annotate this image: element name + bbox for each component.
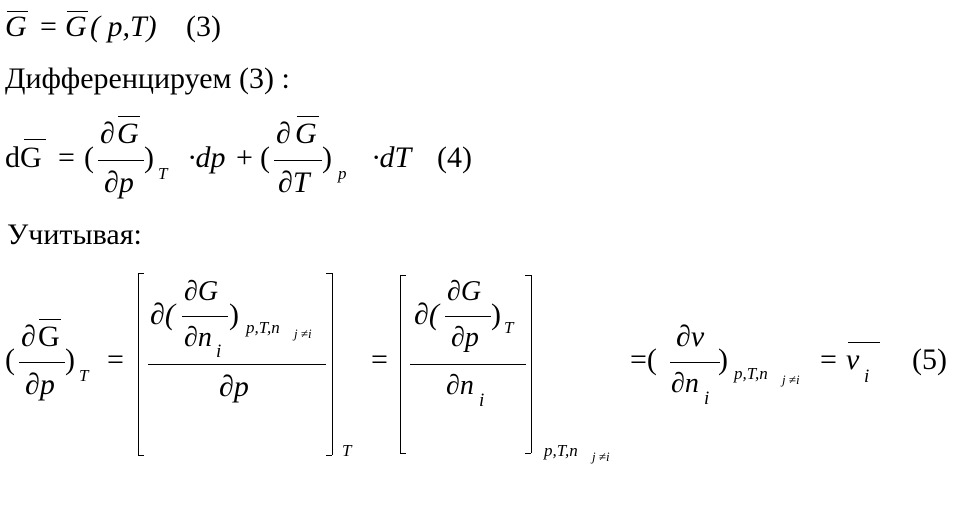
dT-term: ·dT	[372, 141, 412, 174]
fraction-bar	[182, 316, 228, 317]
plus-sign: +	[236, 141, 253, 174]
overline	[848, 342, 880, 343]
overline	[24, 139, 46, 140]
overline	[297, 116, 319, 117]
fraction-bar	[670, 362, 720, 363]
subscript: i	[479, 390, 485, 411]
fraction-bar	[410, 364, 526, 365]
left-bracket	[138, 273, 139, 455]
close-paren: )	[144, 141, 154, 174]
bracket-serif	[138, 273, 144, 274]
fraction-bar	[445, 316, 491, 317]
inner-denominator: ∂n	[184, 322, 212, 353]
open-paren: (	[5, 343, 15, 376]
function-arguments: ( p,T)	[90, 10, 157, 43]
partial-open: ∂(	[414, 298, 439, 331]
bracket-serif	[525, 275, 531, 276]
fraction-denominator: ∂n	[446, 370, 474, 401]
fraction-numerator: ∂ν	[676, 320, 705, 353]
overline	[67, 11, 88, 12]
dp-term: ·dp	[188, 141, 226, 174]
gibbs-energy-symbol: G	[65, 10, 87, 43]
partial-symbol: ∂	[276, 117, 291, 150]
text-line-differentiate: Дифференцируем (3) :	[5, 62, 290, 95]
subscript: T	[342, 441, 352, 460]
close-paren: )	[491, 298, 501, 331]
equals-sign: =	[107, 343, 124, 376]
gibbs-energy-symbol: G	[5, 10, 27, 43]
bracket-serif	[400, 275, 406, 276]
close-paren: )	[65, 343, 75, 376]
subscript: T	[158, 164, 168, 183]
bracket-serif	[326, 273, 332, 274]
inner-denominator: ∂p	[451, 322, 479, 353]
fraction-denominator: ∂p	[219, 370, 249, 403]
overline	[39, 319, 61, 320]
bracket-serif	[525, 453, 531, 454]
left-bracket	[400, 275, 401, 453]
inner-numerator: ∂G	[184, 276, 219, 307]
text-line-considering: Учитывая:	[7, 218, 142, 251]
sub-subscript: j ≠i	[294, 326, 312, 341]
fraction-bar	[148, 364, 326, 365]
close-paren: )	[718, 343, 728, 376]
subscript: p,T,n	[734, 364, 768, 383]
equals-sign: =	[40, 10, 57, 43]
open-paren: (	[260, 141, 270, 174]
subscript: T	[504, 318, 514, 337]
subscript: i	[864, 366, 870, 387]
differential-dG: dG	[5, 141, 42, 174]
partial-open: ∂(	[150, 298, 175, 331]
close-paren: )	[322, 141, 332, 174]
bracket-serif	[400, 453, 406, 454]
partial-symbol: ∂	[100, 117, 115, 150]
subscript: p,T,n	[544, 441, 578, 460]
equals-open-paren: =(	[630, 343, 657, 376]
right-bracket	[332, 273, 333, 455]
equals-sign: =	[371, 343, 388, 376]
right-bracket	[531, 275, 532, 453]
equation-number: (5)	[912, 343, 947, 376]
subscript: p,T,n	[246, 318, 280, 337]
overline	[118, 116, 140, 117]
fraction-denominator: ∂T	[278, 166, 310, 199]
close-paren: )	[229, 298, 239, 331]
partial-molar-volume-symbol: ν	[846, 343, 860, 376]
subscript: i	[216, 341, 222, 362]
sub-subscript: j ≠i	[782, 372, 800, 387]
fraction-denominator: ∂p	[25, 368, 55, 401]
fraction-bar	[19, 362, 65, 363]
bracket-serif	[138, 455, 144, 456]
equation-number: (4)	[437, 141, 472, 174]
gibbs-energy-symbol: G	[38, 320, 60, 353]
sub-subscript: j ≠i	[592, 449, 610, 464]
fraction-bar	[98, 160, 144, 161]
fraction-bar	[274, 160, 322, 161]
gibbs-energy-symbol: G	[117, 117, 139, 150]
equals-sign: =	[58, 141, 75, 174]
fraction-denominator: ∂p	[104, 166, 134, 199]
partial-symbol: ∂	[21, 320, 36, 353]
subscript: p	[338, 164, 347, 183]
subscript: i	[704, 388, 710, 409]
open-paren: (	[84, 141, 94, 174]
inner-numerator: ∂G	[447, 276, 482, 307]
equals-sign: =	[820, 343, 837, 376]
gibbs-energy-symbol: G	[295, 117, 317, 150]
bracket-serif	[326, 455, 332, 456]
overline	[7, 11, 28, 12]
subscript: T	[79, 366, 89, 385]
equation-number: (3)	[186, 10, 221, 43]
fraction-denominator: ∂n	[671, 368, 699, 399]
